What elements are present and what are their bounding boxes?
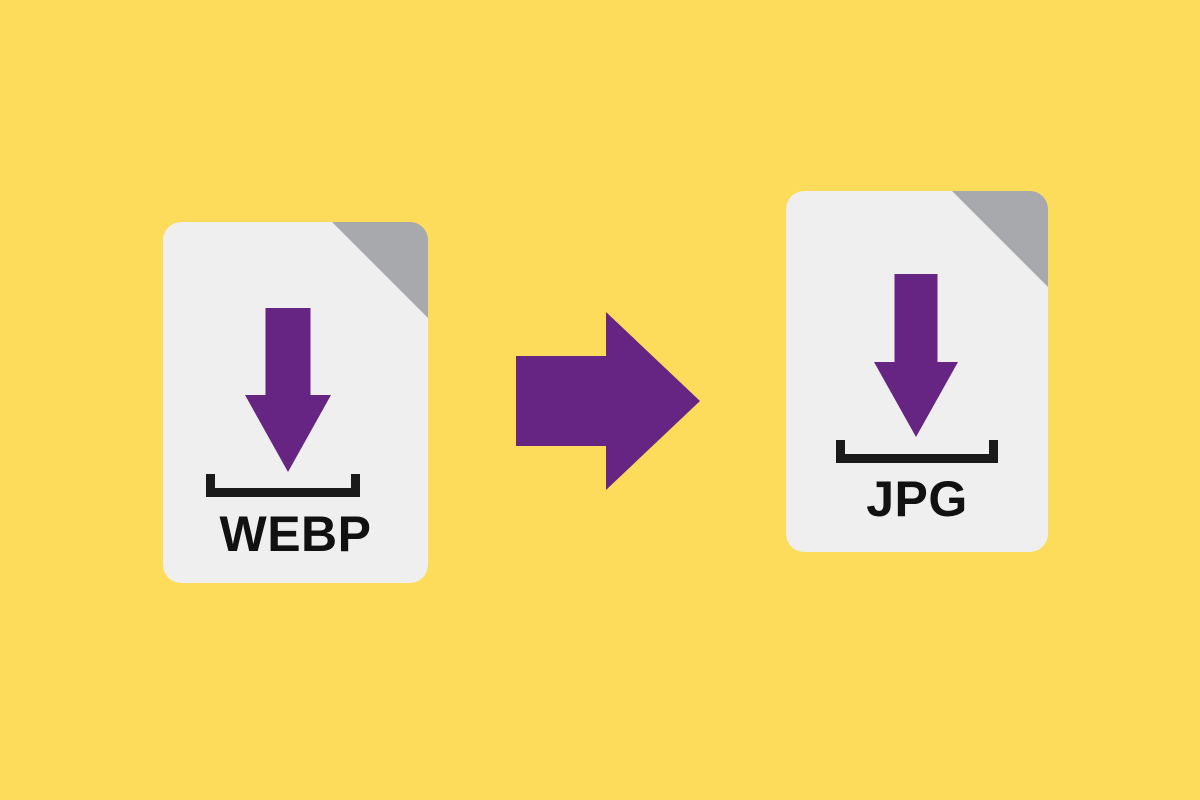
jpg-file-icon[interactable]: JPG [786, 191, 1048, 552]
jpg-arrow-head [873, 362, 958, 437]
webp-folded-corner-icon [332, 222, 428, 318]
jpg-tray-bracket-icon [836, 440, 998, 463]
jpg-folded-corner-icon [952, 191, 1048, 287]
webp-file-icon[interactable]: WEBP [163, 222, 428, 583]
jpg-arrow-shaft [894, 274, 937, 366]
webp-tray-bracket-icon [206, 474, 360, 497]
webp-download-arrow-icon [244, 308, 331, 472]
jpg-format-label: JPG [866, 471, 968, 527]
conversion-arrow-head [606, 312, 700, 490]
webp-arrow-shaft [265, 308, 310, 400]
webp-format-label: WEBP [219, 506, 372, 562]
conversion-right-arrow-icon [516, 312, 700, 490]
webp-arrow-head [244, 395, 331, 472]
jpg-download-arrow-icon [873, 274, 958, 437]
